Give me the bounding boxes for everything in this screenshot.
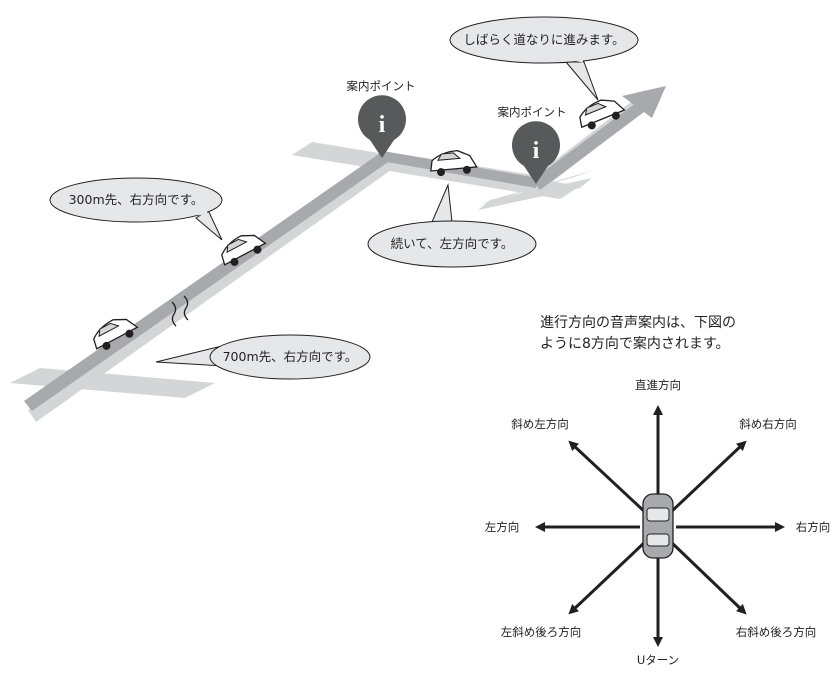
- guide-point-label: 案内ポイント: [498, 105, 567, 119]
- guide-point-pin-2: i: [511, 121, 560, 184]
- route-segment-lower: [24, 151, 391, 411]
- route-arrow-head: [622, 86, 666, 118]
- direction-label-straight: 直進方向: [635, 378, 681, 392]
- car-top-view-icon: [642, 493, 674, 559]
- arrow-slight-left: [568, 440, 647, 514]
- bubble-text: しばらく道なりに進みます。: [463, 32, 624, 47]
- bubble-then-left: 続いて、左方向です。: [367, 183, 537, 268]
- direction-label-sharp-left: 左斜め後ろ方向: [501, 625, 582, 639]
- bubble-text: 300m先、右方向です。: [69, 192, 204, 207]
- arrow-sharp-left: [568, 540, 647, 615]
- direction-label-left: 左方向: [485, 520, 520, 534]
- direction-label-slight-left: 斜め左方向: [511, 417, 569, 431]
- caption-line-1: 進行方向の音声案内は、下図の: [540, 315, 736, 331]
- bubble-text: 続いて、左方向です。: [391, 236, 514, 251]
- direction-label-slight-right: 斜め右方向: [739, 417, 797, 431]
- caption-line-2: ように8方向で案内されます。: [540, 336, 730, 352]
- direction-caption: 進行方向の音声案内は、下図の ように8方向で案内されます。: [540, 313, 837, 355]
- car-icon: [430, 149, 478, 177]
- bubble-text: 700m先、右方向です。: [223, 349, 358, 364]
- guide-point-label: 案内ポイント: [347, 79, 416, 93]
- info-icon: i: [379, 112, 386, 138]
- road-break-mark: [171, 301, 177, 327]
- car-icon: [221, 234, 267, 266]
- bubble-continue-straight: しばらく道なりに進みます。: [449, 16, 639, 101]
- arrow-sharp-right: [669, 540, 747, 615]
- direction-label-u-turn: Uターン: [637, 653, 679, 667]
- direction-compass: 直進方向 斜め左方向 斜め右方向 左方向 右方向 左斜め後ろ方向 右斜め後ろ方向…: [485, 378, 831, 667]
- cross-street-right-2: [478, 178, 592, 210]
- route-map: i i 案内ポイント 案内ポイント しばらく道なりに進みます。 300m先、右方…: [10, 16, 666, 422]
- route-segment-middle: [381, 151, 538, 188]
- bubble-right-300m: 300m先、右方向です。: [49, 177, 223, 241]
- arrow-slight-right: [669, 440, 747, 514]
- guide-point-pin-1: i: [358, 95, 407, 158]
- bubble-right-700m: 700m先、右方向です。: [155, 334, 371, 380]
- car-icon: [579, 99, 626, 130]
- car-icon: [93, 318, 139, 350]
- road-break-mark-2: [183, 295, 189, 321]
- direction-label-sharp-right: 右斜め後ろ方向: [736, 625, 817, 639]
- direction-label-right: 右方向: [796, 520, 831, 534]
- info-icon: i: [533, 138, 540, 164]
- route-segment-upper: [532, 100, 648, 190]
